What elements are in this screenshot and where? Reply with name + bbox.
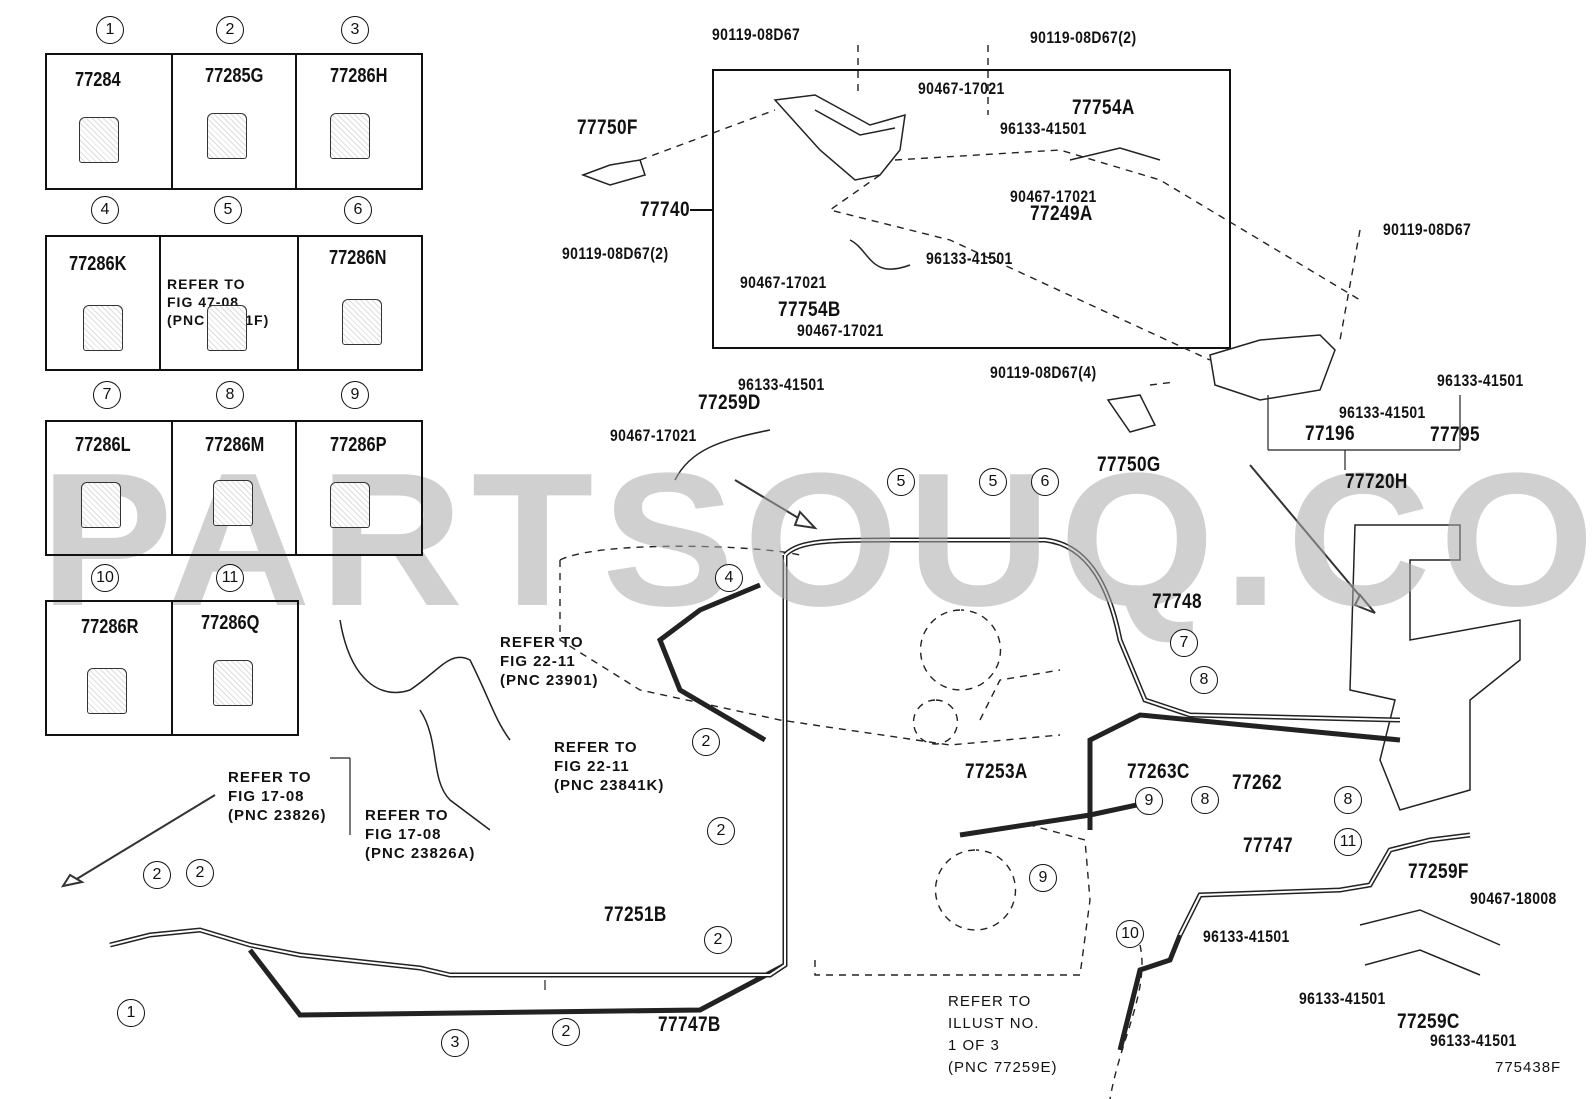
part-label[interactable]: 90119-08D67 bbox=[1383, 220, 1472, 239]
callout: 8 bbox=[1190, 666, 1218, 694]
part-label[interactable]: 77196 bbox=[1305, 422, 1355, 445]
part-label[interactable]: 77748 bbox=[1152, 590, 1202, 613]
callout: 9 bbox=[1135, 787, 1163, 815]
part-label[interactable]: 90467-17021 bbox=[610, 426, 697, 445]
clip-image bbox=[207, 305, 247, 351]
part-label[interactable]: 90467-17021 bbox=[797, 321, 884, 340]
clip-image bbox=[330, 113, 370, 159]
clip-image bbox=[207, 113, 247, 159]
part-77286q[interactable]: 77286Q bbox=[201, 612, 260, 634]
part-label[interactable]: 77754B bbox=[778, 298, 841, 321]
part-77286m[interactable]: 77286M bbox=[205, 434, 265, 456]
part-77284[interactable]: 77284 bbox=[75, 69, 121, 91]
callout: 2 bbox=[143, 861, 171, 889]
callout: 11 bbox=[1334, 828, 1362, 856]
part-label[interactable]: 90119-08D67(2) bbox=[562, 244, 669, 263]
grid-num: 11 bbox=[216, 564, 244, 592]
part-label[interactable]: 77259F bbox=[1408, 860, 1469, 883]
part-label[interactable]: 77747B bbox=[658, 1013, 721, 1036]
part-label[interactable]: 96133-41501 bbox=[1339, 403, 1426, 422]
grid-num: 2 bbox=[216, 16, 244, 44]
clip-image bbox=[87, 668, 127, 714]
part-label[interactable]: 96133-41501 bbox=[1000, 119, 1087, 138]
clip-image bbox=[81, 482, 121, 528]
part-label[interactable]: 77740 bbox=[640, 198, 690, 221]
part-label[interactable]: 77720H bbox=[1345, 470, 1408, 493]
grid-num: 7 bbox=[93, 381, 121, 409]
grid-num: 1 bbox=[96, 16, 124, 44]
part-77286h[interactable]: 77286H bbox=[330, 65, 388, 87]
clip-image bbox=[342, 299, 382, 345]
part-label[interactable]: 77263C bbox=[1127, 760, 1190, 783]
part-label[interactable]: 96133-41501 bbox=[926, 249, 1013, 268]
callout: 4 bbox=[715, 564, 743, 592]
clip-image bbox=[79, 117, 119, 163]
part-label[interactable]: 90119-08D67 bbox=[712, 25, 801, 44]
grid-num: 8 bbox=[216, 381, 244, 409]
callout: 1 bbox=[117, 999, 145, 1027]
callout: 2 bbox=[186, 859, 214, 887]
part-label[interactable]: 96133-41501 bbox=[1203, 927, 1290, 946]
grid-num: 5 bbox=[214, 196, 242, 224]
callout: 8 bbox=[1334, 786, 1362, 814]
part-label[interactable]: 77259D bbox=[698, 391, 761, 414]
grid-num: 6 bbox=[344, 196, 372, 224]
part-label[interactable]: 77750F bbox=[577, 116, 638, 139]
part-label[interactable]: 77259C bbox=[1397, 1010, 1460, 1033]
part-77286n[interactable]: 77286N bbox=[329, 247, 387, 269]
part-label[interactable]: 77747 bbox=[1243, 834, 1293, 857]
part-label[interactable]: 96133-41501 bbox=[1437, 371, 1524, 390]
part-label[interactable]: 90467-17021 bbox=[918, 79, 1005, 98]
callout: 2 bbox=[704, 926, 732, 954]
callout: 2 bbox=[552, 1018, 580, 1046]
part-label[interactable]: 96133-41501 bbox=[1430, 1031, 1517, 1050]
callout: 10 bbox=[1116, 920, 1144, 948]
part-label[interactable]: 96133-41501 bbox=[1299, 989, 1386, 1008]
part-label[interactable]: 90467-17021 bbox=[1010, 187, 1097, 206]
clip-image bbox=[330, 482, 370, 528]
callout: 8 bbox=[1191, 786, 1219, 814]
part-77286k[interactable]: 77286K bbox=[69, 253, 127, 275]
callout: 9 bbox=[1029, 864, 1057, 892]
part-77286l[interactable]: 77286L bbox=[75, 434, 131, 456]
grid-num: 4 bbox=[91, 196, 119, 224]
grid-num: 3 bbox=[341, 16, 369, 44]
callout: 2 bbox=[692, 728, 720, 756]
callout: 5 bbox=[887, 468, 915, 496]
part-77286r[interactable]: 77286R bbox=[81, 616, 139, 638]
part-label[interactable]: 77262 bbox=[1232, 771, 1282, 794]
part-label[interactable]: 77251B bbox=[604, 903, 667, 926]
part-label[interactable]: 77754A bbox=[1072, 96, 1135, 119]
part-label[interactable]: 77795 bbox=[1430, 423, 1480, 446]
part-77285g[interactable]: 77285G bbox=[205, 65, 264, 87]
part-label[interactable]: 90119-08D67(2) bbox=[1030, 28, 1137, 47]
part-label[interactable]: 90467-17021 bbox=[740, 273, 827, 292]
callout: 3 bbox=[441, 1029, 469, 1057]
figure-id: 775438F bbox=[1495, 1059, 1562, 1076]
part-label[interactable]: 90119-08D67(4) bbox=[990, 363, 1097, 382]
clip-image bbox=[83, 305, 123, 351]
callout: 2 bbox=[707, 817, 735, 845]
part-label[interactable]: 96133-41501 bbox=[738, 375, 825, 394]
clip-image bbox=[213, 660, 253, 706]
clip-image bbox=[213, 480, 253, 526]
grid-num: 10 bbox=[91, 564, 119, 592]
part-77286p[interactable]: 77286P bbox=[330, 434, 387, 456]
callout: 5 bbox=[979, 468, 1007, 496]
callout: 7 bbox=[1170, 629, 1198, 657]
grid-num: 9 bbox=[341, 381, 369, 409]
part-label[interactable]: 77750G bbox=[1097, 453, 1161, 476]
part-label[interactable]: 77249A bbox=[1030, 202, 1093, 225]
callout: 6 bbox=[1031, 468, 1059, 496]
part-label[interactable]: 90467-18008 bbox=[1470, 889, 1557, 908]
part-label[interactable]: 77253A bbox=[965, 760, 1028, 783]
